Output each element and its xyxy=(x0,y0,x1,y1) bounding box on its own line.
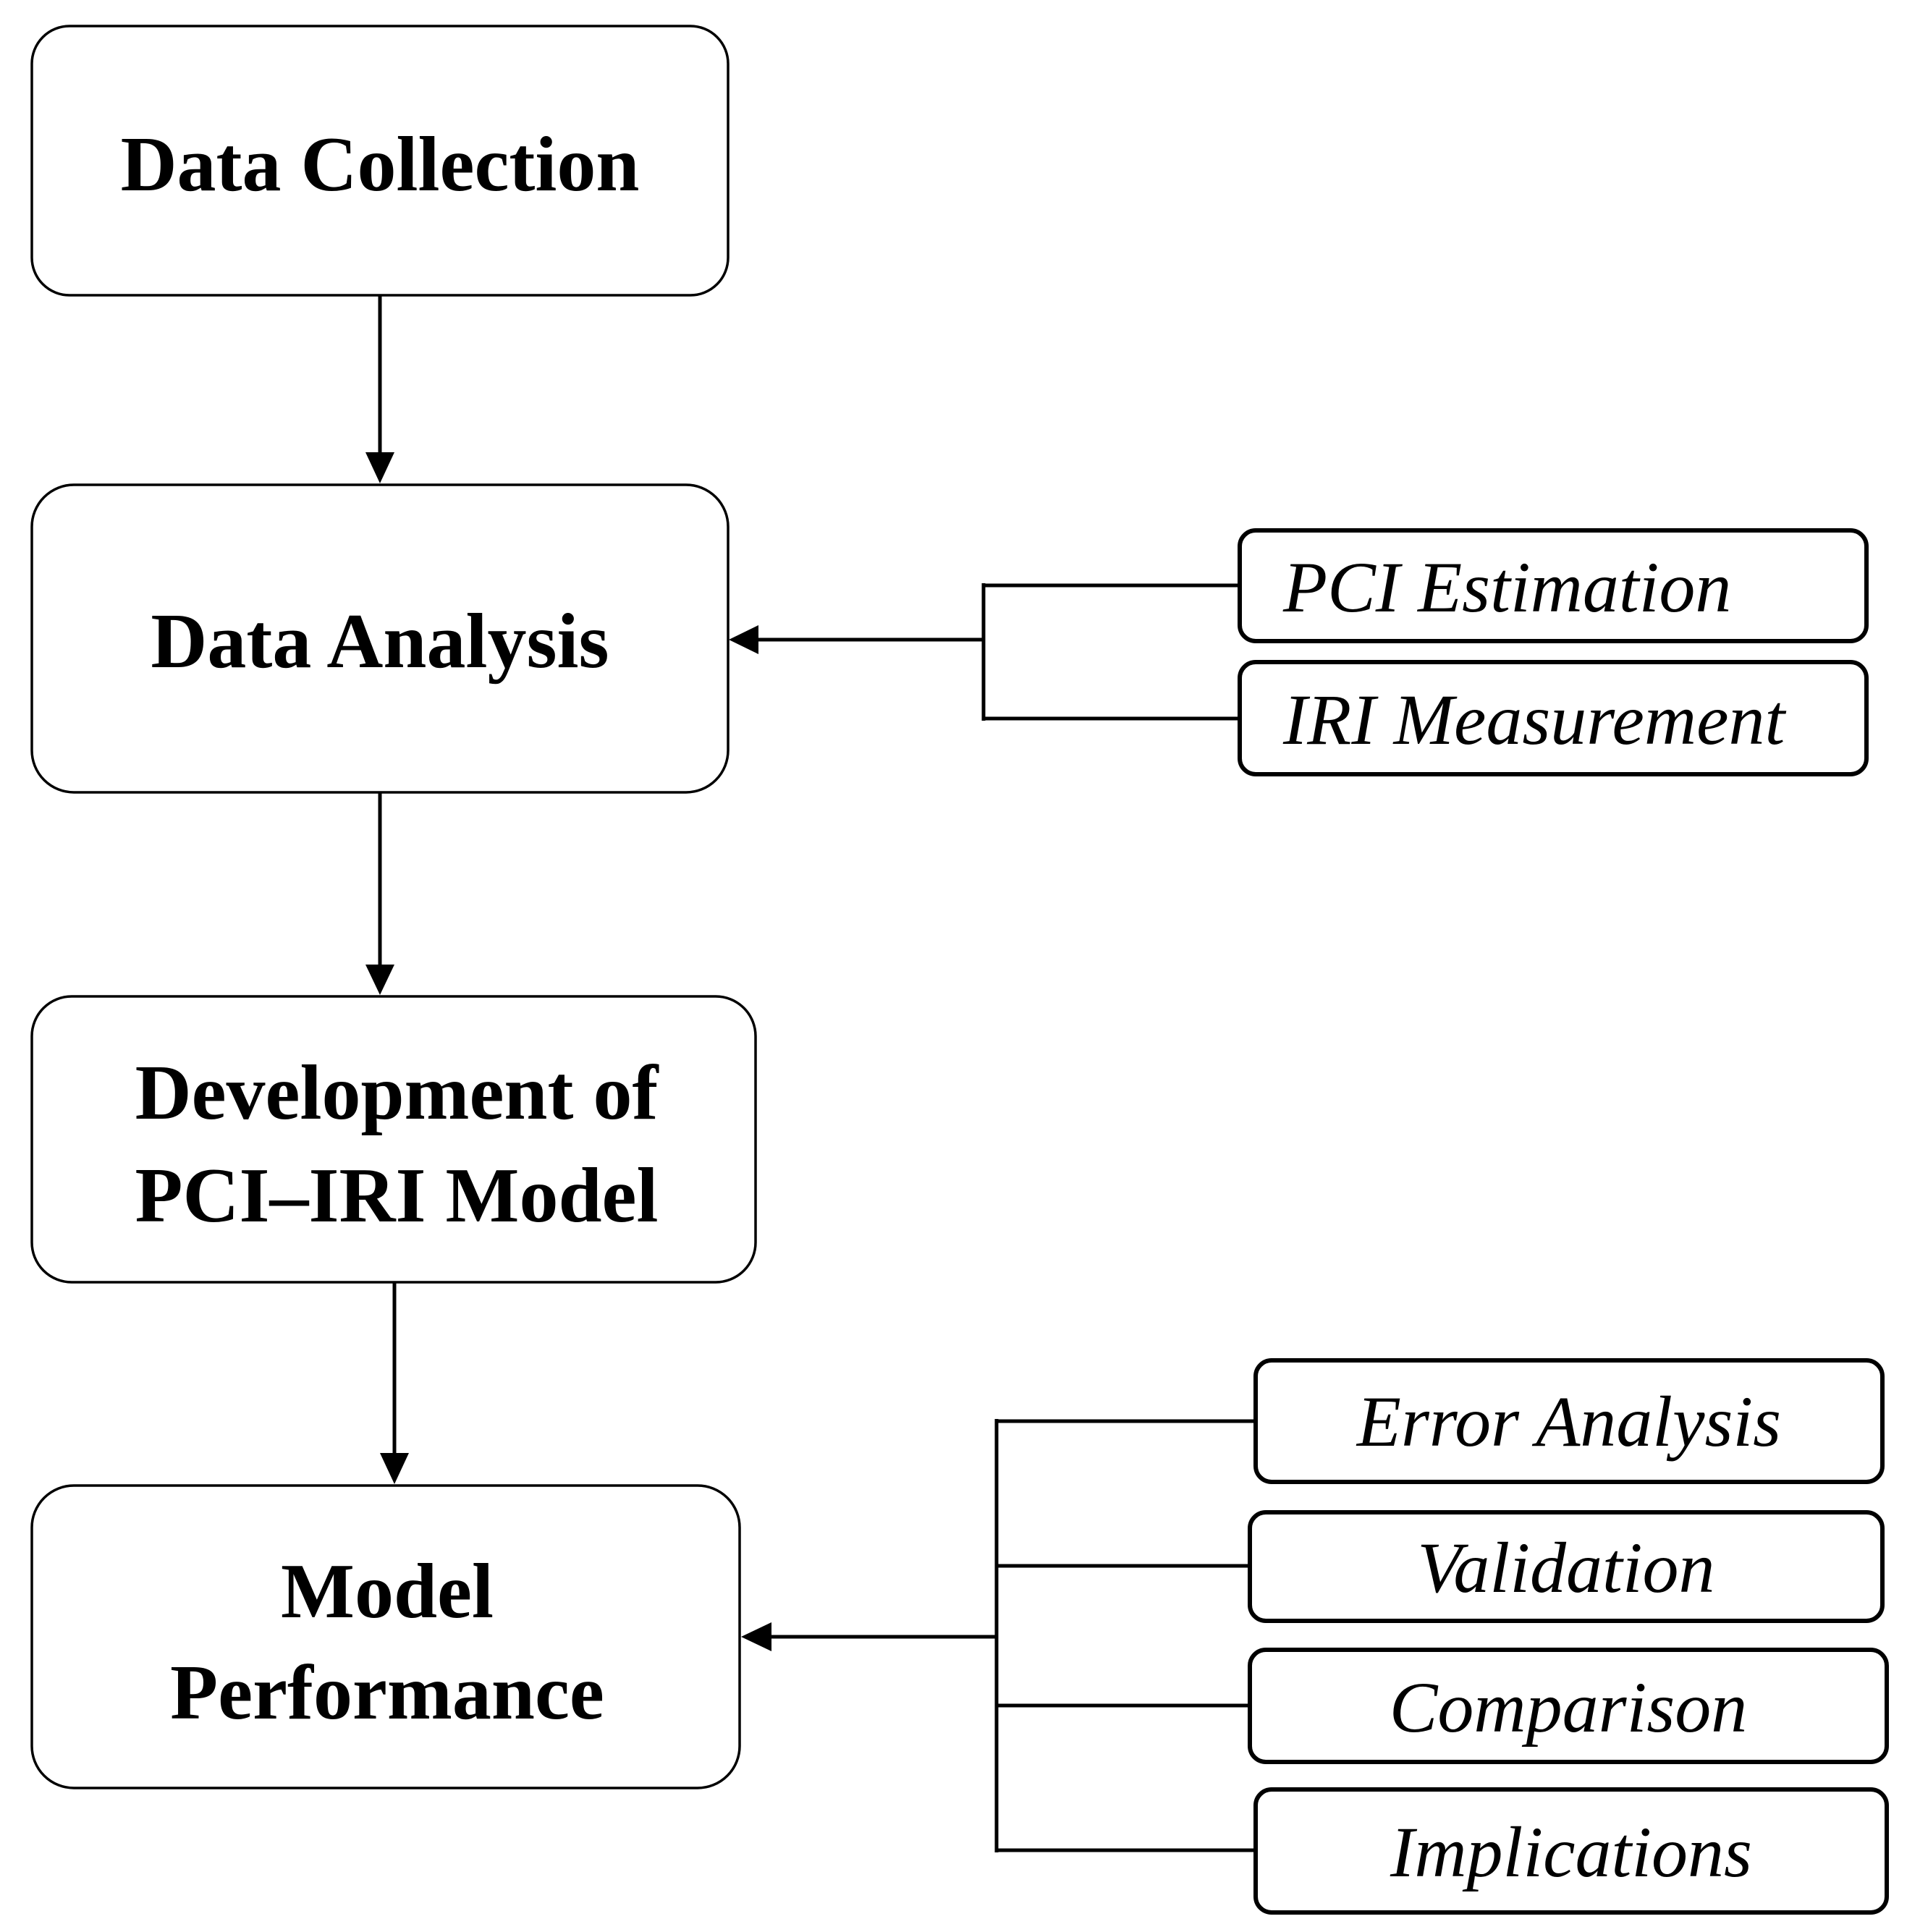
arrowhead-icon xyxy=(365,965,394,995)
step-label-line-1: Model xyxy=(281,1548,494,1635)
step-data-analysis: Data Analysis xyxy=(30,483,730,794)
flow-arrow-collection-to-analysis xyxy=(365,295,394,483)
analysis-inputs-connector xyxy=(729,583,1240,721)
step-data-collection: Data Collection xyxy=(30,25,730,297)
input-label: Error Analysis xyxy=(1356,1381,1781,1462)
step-box xyxy=(30,1484,741,1789)
step-model-development: Development of PCI–IRI Model xyxy=(30,995,757,1284)
step-label: Data Collection xyxy=(121,122,640,208)
flow-arrow-analysis-to-development xyxy=(365,792,394,995)
input-label: Implications xyxy=(1390,1812,1752,1892)
input-validation: Validation xyxy=(1248,1510,1885,1623)
arrowhead-icon xyxy=(729,625,758,654)
performance-inputs-group: Error Analysis Validation Comparison Imp… xyxy=(741,1358,1889,1915)
step-box xyxy=(30,995,757,1284)
arrowhead-icon xyxy=(380,1453,409,1484)
flow-arrow-development-to-performance xyxy=(380,1282,409,1484)
input-label: Comparison xyxy=(1390,1667,1748,1747)
input-error-analysis: Error Analysis xyxy=(1253,1358,1885,1484)
step-label-line-2: PCI–IRI Model xyxy=(135,1153,659,1239)
input-comparison: Comparison xyxy=(1248,1648,1889,1764)
step-label-line-2: Performance xyxy=(170,1650,604,1736)
input-iri-measurement: IRI Measurement xyxy=(1238,660,1869,776)
input-label: IRI Measurement xyxy=(1282,679,1786,760)
step-label-line-1: Development of xyxy=(135,1050,660,1136)
input-label: PCI Estimation xyxy=(1282,547,1731,627)
arrowhead-icon xyxy=(365,452,394,483)
input-label: Validation xyxy=(1417,1528,1714,1608)
analysis-inputs-group: PCI Estimation IRI Measurement xyxy=(729,528,1869,776)
step-model-performance: Model Performance xyxy=(30,1484,741,1789)
arrowhead-icon xyxy=(741,1622,771,1651)
performance-inputs-connector xyxy=(741,1419,1256,1852)
input-pci-estimation: PCI Estimation xyxy=(1238,528,1869,643)
step-label: Data Analysis xyxy=(151,598,609,685)
input-implications: Implications xyxy=(1253,1787,1889,1915)
